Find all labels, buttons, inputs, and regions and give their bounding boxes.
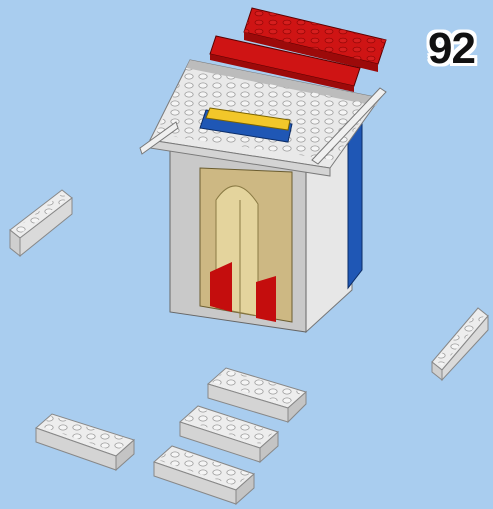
white-brick-right bbox=[432, 308, 488, 380]
white-brick-bottom-3 bbox=[36, 414, 134, 470]
white-brick-left bbox=[10, 190, 72, 256]
step-number: 92 bbox=[428, 24, 475, 74]
